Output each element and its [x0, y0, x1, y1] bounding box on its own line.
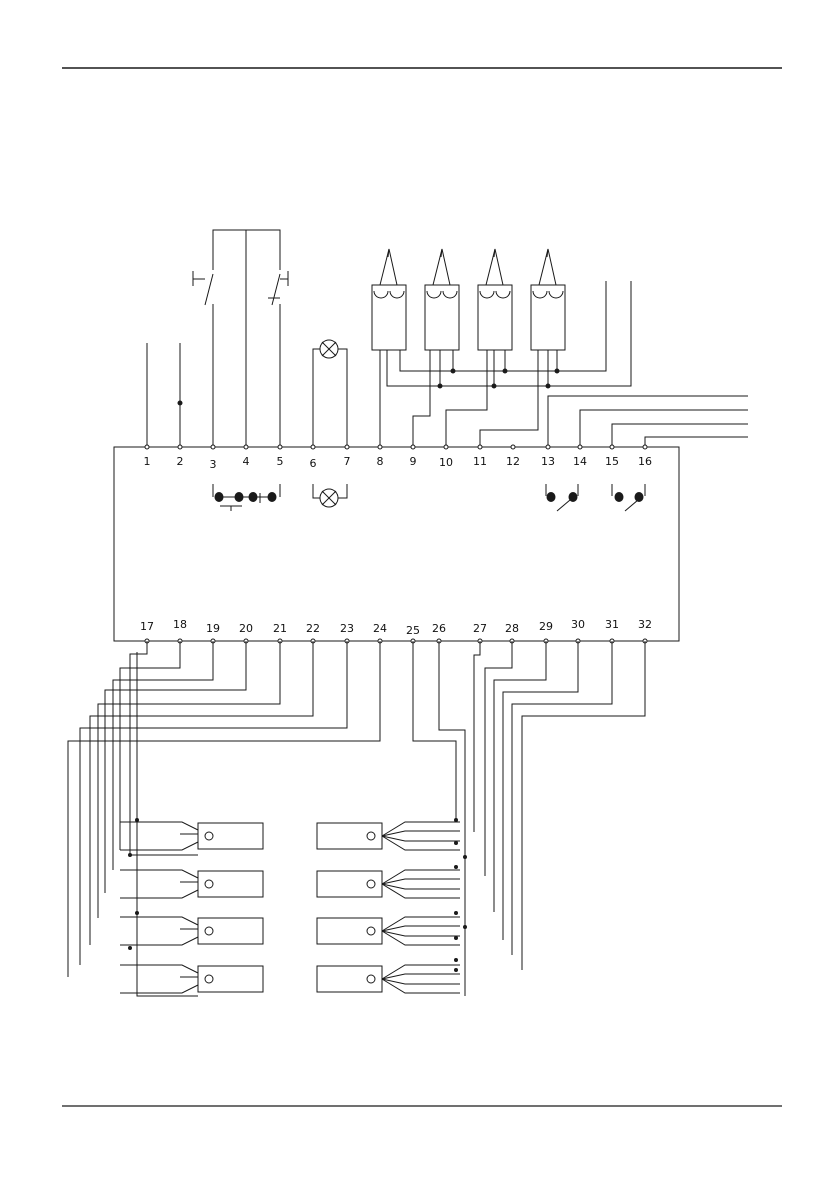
terminal-label-5: 5: [277, 455, 284, 468]
photo-sensor-4: [531, 249, 565, 350]
terminal-label-11: 11: [473, 455, 487, 468]
terminal-label-31: 31: [605, 618, 619, 631]
connector-block-left-3: [120, 917, 263, 945]
terminal-7-pin: [345, 445, 349, 449]
photo-sensor-1: [372, 249, 406, 350]
terminal-label-6: 6: [310, 457, 317, 470]
contact-dot: [635, 492, 644, 502]
connector-block-right-3: [317, 917, 460, 945]
junction-dot: [454, 865, 458, 869]
terminal-label-14: 14: [573, 455, 587, 468]
contact-dot: [569, 492, 578, 502]
terminal-label-27: 27: [473, 622, 487, 635]
right-leads: [548, 396, 748, 447]
internal-contacts-right: [546, 484, 645, 511]
lamp-internal: [313, 484, 347, 507]
junction-dot: [463, 855, 467, 859]
terminal-label-4: 4: [243, 455, 250, 468]
terminal-label-7: 7: [344, 455, 351, 468]
junction-dot: [128, 946, 132, 950]
contact-dot: [615, 492, 624, 502]
terminal-13-pin: [546, 445, 550, 449]
terminal-label-1: 1: [144, 455, 151, 468]
terminal-1-pin: [145, 445, 149, 449]
terminal-label-23: 23: [340, 622, 354, 635]
terminal-label-28: 28: [505, 622, 519, 635]
bottom-wiring: [68, 641, 645, 996]
controller-box: [114, 447, 679, 641]
terminal-8-pin: [378, 445, 382, 449]
terminal-label-10: 10: [439, 456, 453, 469]
terminal-label-29: 29: [539, 620, 553, 633]
junction-dot: [454, 841, 458, 845]
junction-dot: [454, 958, 458, 962]
contact-dot: [268, 492, 277, 502]
connector-block-left-2: [120, 870, 263, 898]
terminal-label-20: 20: [239, 622, 253, 635]
contact-dot: [215, 492, 224, 502]
terminal-12-pin: [511, 445, 515, 449]
terminal-label-32: 32: [638, 618, 652, 631]
contact-dot: [249, 492, 258, 502]
junction-dot: [135, 818, 139, 822]
terminal-label-8: 8: [377, 455, 384, 468]
terminal-label-21: 21: [273, 622, 287, 635]
terminal-11-pin: [478, 445, 482, 449]
terminal-label-30: 30: [571, 618, 585, 631]
connector-block-left-4: [120, 965, 263, 993]
terminal-label-24: 24: [373, 622, 387, 635]
terminal-2-pin: [178, 445, 182, 449]
junction-dot: [463, 925, 467, 929]
terminal-10-pin: [444, 445, 448, 449]
junction-dot: [128, 853, 132, 857]
terminal-5-pin: [278, 445, 282, 449]
terminal-label-19: 19: [206, 622, 220, 635]
terminal-label-15: 15: [605, 455, 619, 468]
junction-dot: [178, 401, 182, 405]
terminal-label-13: 13: [541, 455, 555, 468]
terminal-16-pin: [643, 445, 647, 449]
terminal-label-2: 2: [177, 455, 184, 468]
terminal-label-17: 17: [140, 620, 154, 633]
terminal-label-25: 25: [406, 624, 420, 637]
connector-block-left-1: [120, 822, 263, 850]
terminal-6-pin: [311, 445, 315, 449]
junction-dot: [454, 968, 458, 972]
sensor-bus: [380, 281, 631, 447]
junction-dot: [135, 911, 139, 915]
terminal-label-3: 3: [210, 458, 217, 471]
junction-dot: [454, 936, 458, 940]
terminal-3-pin: [211, 445, 215, 449]
terminal-4-pin: [244, 445, 248, 449]
lamp-top: [313, 340, 347, 447]
switch-pair: [193, 230, 288, 447]
terminal-label-22: 22: [306, 622, 320, 635]
terminal-14-pin: [578, 445, 582, 449]
connector-block-right-1: [317, 822, 460, 850]
contact-dot: [547, 492, 556, 502]
terminal-label-12: 12: [506, 455, 520, 468]
terminal-label-26: 26: [432, 622, 446, 635]
contact-dot: [235, 492, 244, 502]
terminal-9-pin: [411, 445, 415, 449]
photo-sensor-2: [425, 249, 459, 350]
connector-block-right-4: [317, 965, 460, 993]
connector-block-right-2: [317, 870, 460, 898]
terminal-label-16: 16: [638, 455, 652, 468]
junction-dot: [454, 911, 458, 915]
terminal-label-18: 18: [173, 618, 187, 631]
terminal-15-pin: [610, 445, 614, 449]
photo-sensor-3: [478, 249, 512, 350]
terminal-label-9: 9: [410, 455, 417, 468]
junction-dot: [454, 818, 458, 822]
